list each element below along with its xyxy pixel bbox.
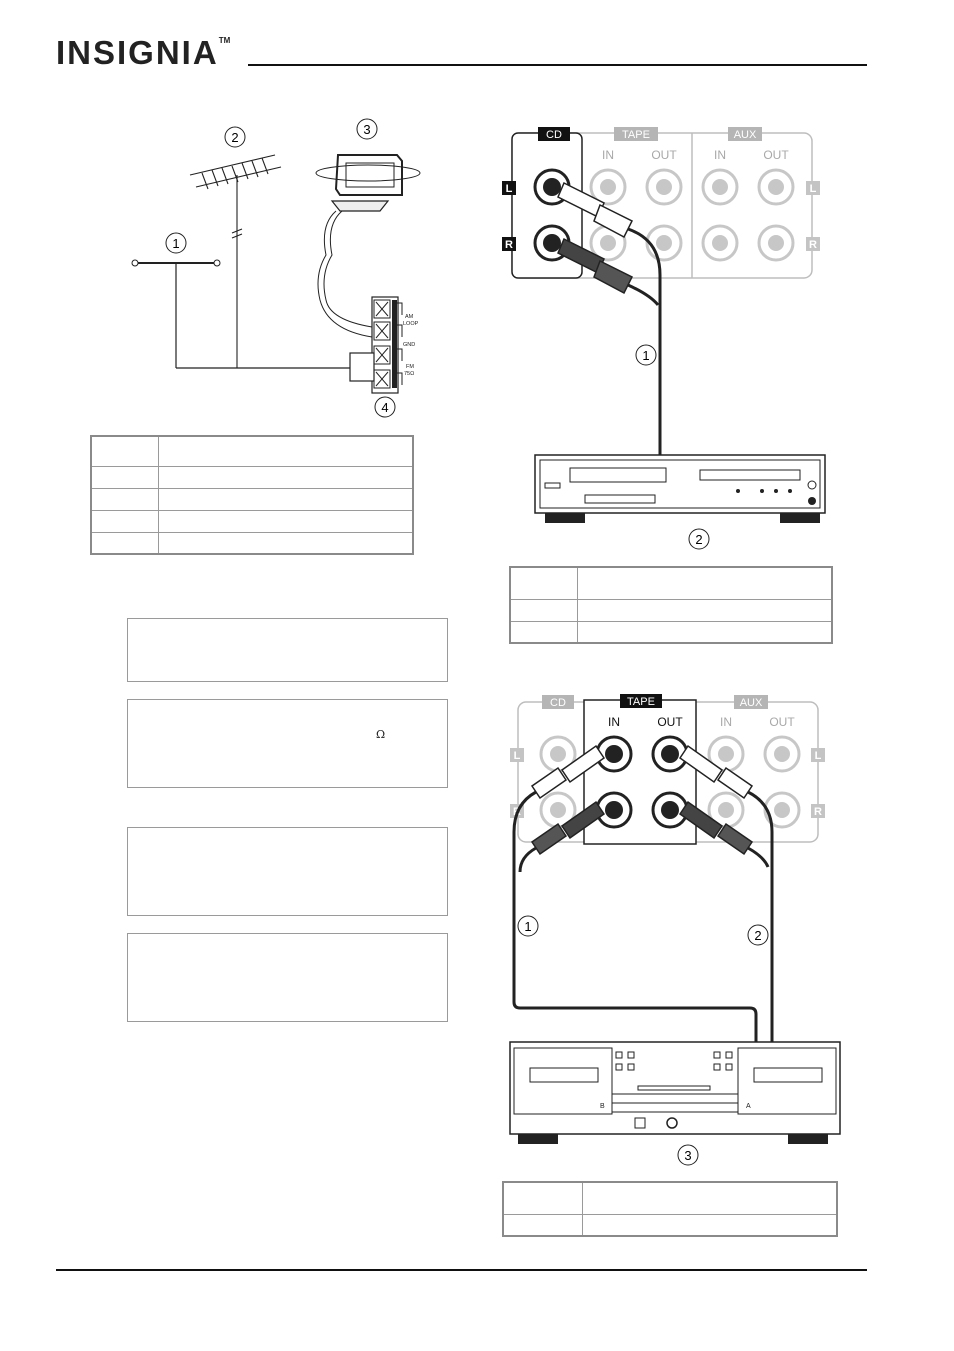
callout-3: 3 — [677, 1144, 699, 1166]
svg-text:2: 2 — [754, 928, 761, 943]
jack-label-in: IN — [720, 715, 732, 729]
note-box — [127, 933, 448, 1022]
table-row — [90, 487, 414, 511]
rca-plug-black — [557, 237, 634, 295]
table-row — [90, 531, 414, 555]
svg-text:1: 1 — [642, 348, 649, 363]
rca-plug-black — [530, 800, 754, 856]
tape-deck-connection-diagram: CD TAPE AUX IN OUT IN OUT L R L R 1 2 — [509, 694, 841, 1166]
svg-text:1: 1 — [524, 919, 531, 934]
terminal-label-am: AM — [405, 314, 414, 320]
callout-1: 1 — [517, 915, 539, 937]
table-row — [509, 566, 833, 600]
table-row — [502, 1213, 838, 1237]
deck-label-a: A — [746, 1103, 751, 1110]
callout-1: 1 — [165, 232, 187, 254]
callout-2: 2 — [688, 528, 710, 550]
svg-text:1: 1 — [172, 236, 179, 251]
callout-2: 2 — [747, 924, 769, 946]
rca-plug-white — [530, 744, 754, 800]
group-label-tape: TAPE — [627, 696, 655, 708]
rca-plug-white — [557, 181, 634, 239]
callout-4: 4 — [374, 396, 396, 418]
cd-player-icon — [534, 454, 826, 523]
cd-player-connection-diagram: CD TAPE AUX IN OUT IN OUT L R L R 1 — [502, 127, 826, 550]
svg-text:L: L — [815, 750, 822, 762]
group-label-aux: AUX — [734, 129, 757, 141]
tape-deck-icon: B A — [509, 1041, 841, 1144]
terminal-label-gnd: GND — [403, 342, 415, 348]
svg-text:2: 2 — [231, 130, 238, 145]
cd-legend-table — [509, 566, 833, 644]
jack-label-out: OUT — [763, 148, 789, 162]
callout-1: 1 — [635, 344, 657, 366]
brand-logo: INSIGNIATM — [56, 34, 230, 72]
header-rule — [248, 64, 867, 66]
note-box — [127, 618, 448, 682]
svg-text:R: R — [814, 806, 822, 818]
antenna-connection-diagram: AM LOOP GND FM 75Ω 1 2 3 4 — [131, 118, 421, 418]
jack-label-out: OUT — [651, 148, 677, 162]
table-row — [90, 509, 414, 533]
table-row — [90, 435, 414, 467]
group-label-tape: TAPE — [622, 129, 650, 141]
ohm-symbol: Ω — [376, 728, 386, 741]
group-label-cd: CD — [546, 129, 562, 141]
antenna-terminal-block: AM LOOP GND FM 75Ω — [371, 296, 419, 394]
channel-label-r: R — [505, 239, 513, 251]
callout-2: 2 — [224, 126, 246, 148]
outdoor-antenna-icon — [189, 154, 282, 368]
footer-rule — [56, 1269, 867, 1271]
svg-text:3: 3 — [363, 122, 370, 137]
tape-legend-table — [502, 1181, 838, 1237]
am-loop-antenna-icon — [315, 154, 421, 338]
callout-3: 3 — [356, 118, 378, 140]
note-box: Ω — [127, 699, 448, 788]
svg-text:4: 4 — [381, 400, 388, 415]
jack-label-out: OUT — [769, 715, 795, 729]
rca-jack — [539, 735, 801, 829]
terminal-label-loop: LOOP — [403, 321, 419, 327]
table-row — [509, 620, 833, 644]
table-row — [90, 465, 414, 489]
rca-jack — [533, 168, 795, 262]
terminal-label-fm: FM — [406, 364, 414, 370]
table-row — [509, 598, 833, 622]
terminal-label-75ohm: 75Ω — [404, 371, 414, 377]
group-label-aux: AUX — [740, 697, 763, 709]
jack-label-out: OUT — [657, 715, 683, 729]
jack-label-in: IN — [602, 148, 614, 162]
svg-text:L: L — [810, 183, 817, 195]
channel-label-l: L — [506, 183, 513, 195]
brand-name: INSIGNIA — [56, 34, 219, 71]
antenna-legend-table — [90, 435, 414, 555]
table-row — [502, 1181, 838, 1215]
deck-label-b: B — [600, 1103, 605, 1110]
trademark-mark: TM — [218, 36, 231, 45]
svg-text:2: 2 — [695, 532, 702, 547]
jack-label-in: IN — [608, 715, 620, 729]
jack-label-in: IN — [714, 148, 726, 162]
note-box — [127, 827, 448, 916]
group-label-cd: CD — [550, 697, 566, 709]
svg-text:R: R — [809, 239, 817, 251]
svg-text:3: 3 — [684, 1148, 691, 1163]
svg-text:L: L — [514, 750, 521, 762]
